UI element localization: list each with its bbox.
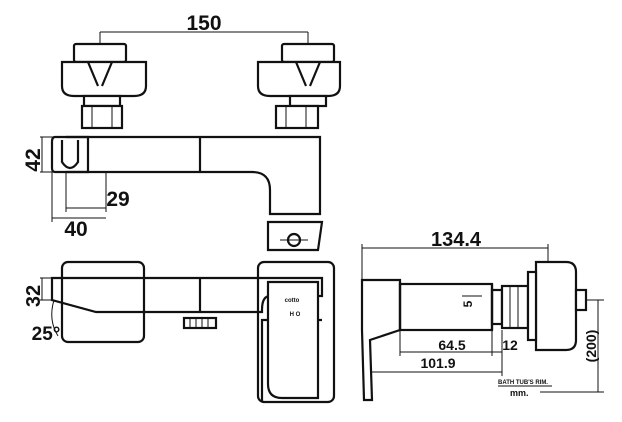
dim-150: 150 (186, 12, 221, 35)
dim-32: 32 (23, 285, 45, 307)
brand-mark: cotto (285, 298, 300, 304)
top-view: 150 42 (22, 12, 342, 252)
rim-label: BATH TUB'S RIM. (498, 380, 548, 386)
dim-12: 12 (502, 337, 518, 353)
dim-101-9: 101.9 (420, 355, 455, 371)
dim-200: (200) (583, 330, 599, 363)
dim-134-4: 134.4 (431, 229, 482, 251)
side-view: 134.4 5 64.5 12 101.9 (200) (360, 229, 604, 402)
dim-29: 29 (106, 188, 129, 211)
dim-5: 5 (461, 300, 475, 307)
hot-cold-marks: H O (290, 312, 301, 318)
dim-40: 40 (64, 218, 87, 241)
front-view: cotto H O 32 25° (23, 260, 336, 404)
unit-label: mm. (510, 388, 529, 398)
dim-42: 42 (22, 148, 45, 171)
dim-64-5: 64.5 (438, 337, 465, 353)
dim-25-deg: 25° (32, 324, 61, 345)
